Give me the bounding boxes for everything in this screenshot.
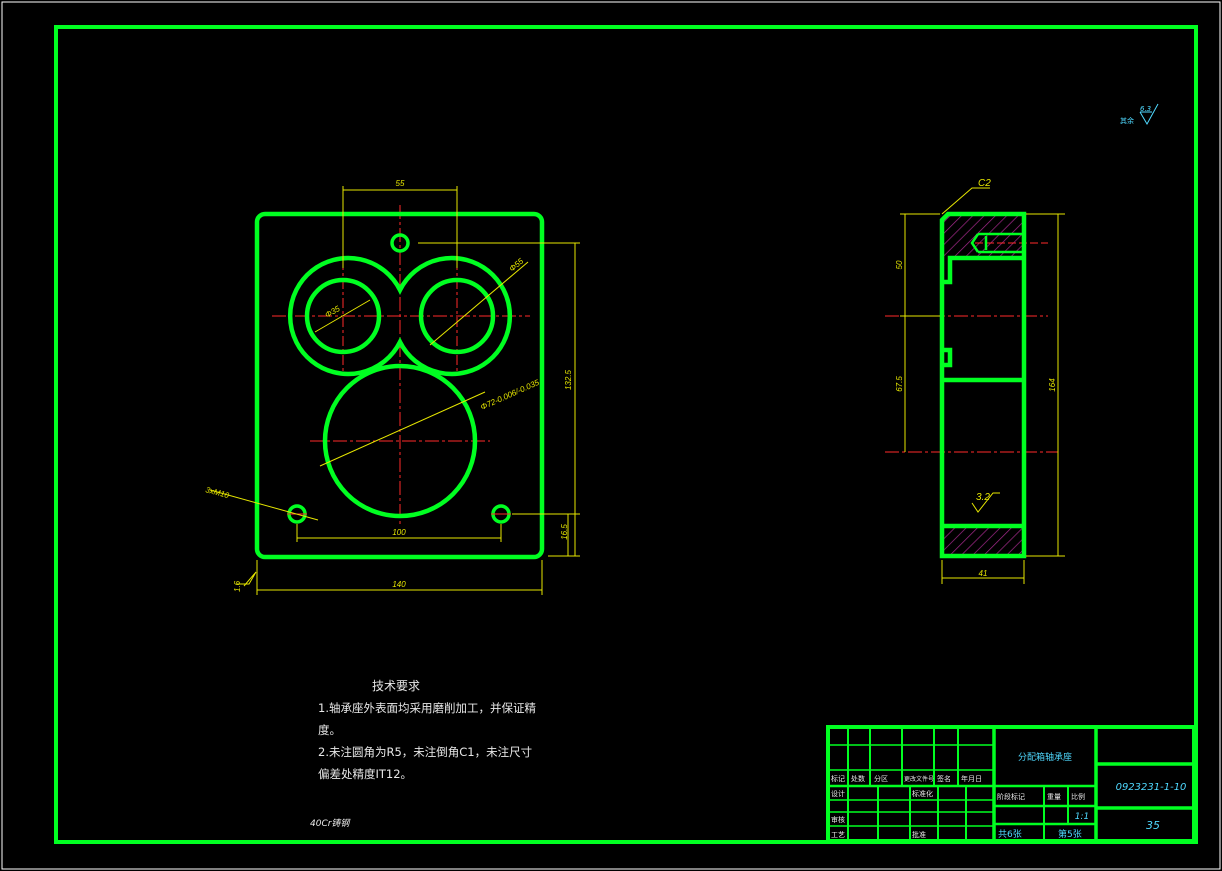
tb-count-label: 处数 (851, 774, 865, 783)
general-roughness-label: 其余 (1120, 116, 1134, 125)
tb-mark-label: 标记 (831, 774, 845, 783)
side-view (885, 187, 1065, 584)
chamfer-label: C2 (978, 178, 991, 189)
top-bolt-hole (390, 233, 410, 253)
notes-line-3: 2.未注圆角为R5，未注倒角C1，未注尺寸 (318, 745, 532, 759)
tb-zone-label: 分区 (874, 774, 888, 783)
front-plate-outline (254, 211, 545, 560)
dim-side-width: 41 (979, 569, 988, 578)
dim-overall-width: 140 (392, 580, 406, 589)
dim-side-small: 16.5 (560, 524, 569, 540)
thread-callout: 3xM10 (204, 485, 230, 500)
twin-bore-housing-outline (287, 255, 513, 377)
front-dimension-lines (209, 186, 580, 595)
tb-review-label: 审核 (831, 815, 845, 824)
drawing-number: 0923231-1-10 (1116, 782, 1187, 793)
dim-side-upper: 50 (895, 260, 904, 269)
right-small-bore (418, 277, 496, 355)
large-bore (322, 363, 478, 519)
tb-design-label: 设计 (831, 789, 845, 798)
sheet-total: 共6张 (998, 829, 1022, 840)
left-small-bore (304, 277, 382, 355)
side-dimension-lines (900, 187, 1065, 584)
drawing-frame (54, 25, 1198, 844)
tb-stage-mark-label: 阶段标记 (997, 792, 1025, 801)
dim-overall-height: 132.5 (564, 369, 573, 390)
dim-bottom-hole-spacing: 100 (392, 528, 406, 537)
tb-date-label: 年月日 (961, 774, 982, 783)
notes-line-2: 度。 (318, 723, 341, 737)
dim-side-middle: 67.5 (895, 376, 904, 392)
tb-signature-label: 签名 (937, 774, 951, 783)
title-block-grid (826, 725, 1196, 843)
tb-weight-label: 重量 (1047, 793, 1061, 801)
part-name: 分配箱轴承座 (1018, 751, 1072, 763)
lower-section-hatch (942, 526, 1024, 556)
front-view (209, 186, 580, 595)
notes-heading: 技术要求 (372, 679, 420, 693)
dim-large-bore: Φ72-0.006/-0.035 (479, 378, 541, 412)
side-groove (942, 347, 953, 368)
side-upper-step (942, 255, 1024, 285)
tb-process-label: 工艺 (831, 831, 845, 839)
dim-side-total-height: 164 (1048, 378, 1057, 392)
side-outline (939, 211, 1027, 559)
dim-outer-circle: Φ55 (508, 256, 526, 273)
tb-approve-label: 批准 (912, 830, 926, 839)
notes-line-4: 偏差处精度IT12。 (318, 767, 412, 781)
general-roughness-symbol (1139, 103, 1159, 126)
material-note: 40Cr铸钢 (310, 818, 351, 829)
material-code: 35 (1146, 819, 1160, 832)
tb-scale-label: 比例 (1071, 792, 1085, 801)
scale-value: 1:1 (1075, 812, 1089, 822)
general-roughness-value: 6.3 (1140, 105, 1151, 113)
side-threaded-hole (970, 232, 1024, 254)
roughness-left-value: 1.6 (233, 580, 242, 592)
dim-top-spacing: 55 (396, 179, 405, 188)
tb-change-doc-label: 更改文件号 (904, 775, 934, 783)
notes-line-1: 1.轴承座外表面均采用磨削加工，并保证精 (318, 701, 536, 715)
roughness-inner-value: 3.2 (976, 492, 990, 503)
sheet-number: 第5张 (1058, 828, 1082, 840)
tb-standardize-label: 标准化 (912, 789, 933, 798)
